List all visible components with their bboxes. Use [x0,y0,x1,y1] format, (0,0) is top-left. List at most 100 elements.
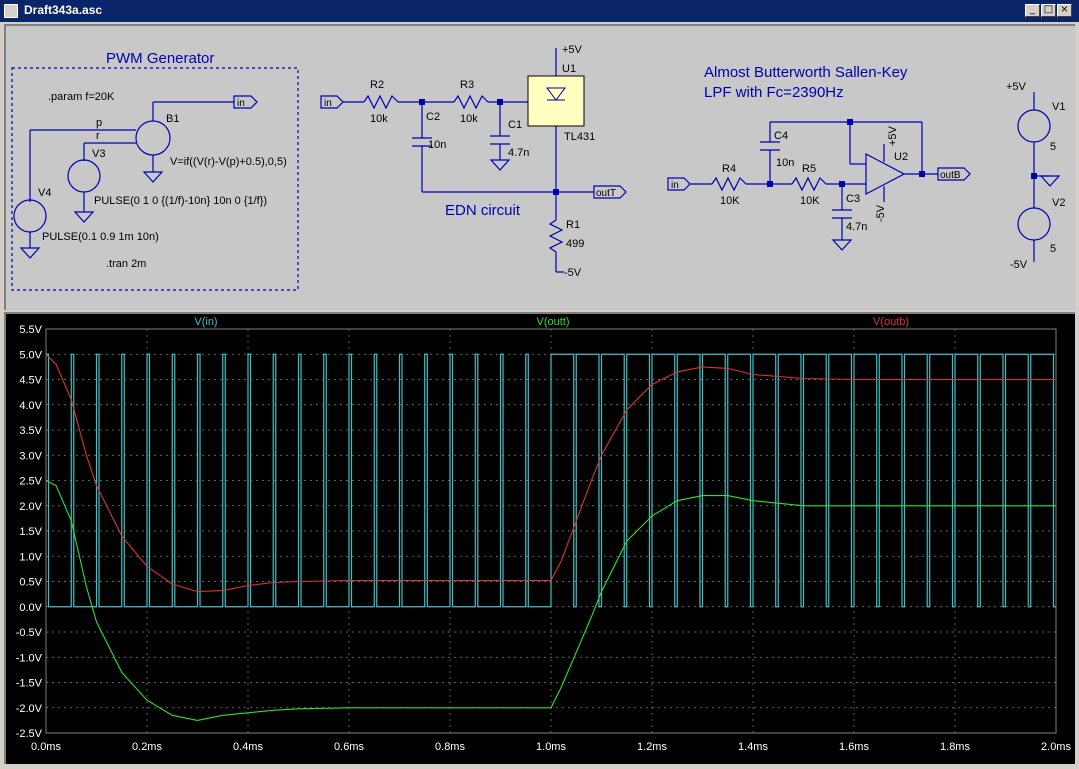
r5-label: R5 [802,163,816,175]
y-tick-label: 5.0V [19,349,42,361]
u2-label: U2 [894,151,908,163]
y-tick-label: -0.5V [16,627,43,639]
y-tick-label: 1.5V [19,526,42,538]
plus5-label-u2: +5V [887,125,899,146]
v1-source-symbol [1017,109,1051,143]
x-tick-label: 1.2ms [637,741,667,753]
outB-label: outB [940,170,961,181]
v2-source-symbol [1017,207,1051,241]
minus5-label-v2: -5V [1010,259,1028,271]
close-button[interactable]: × [1057,4,1072,17]
v3-spec: PULSE(0 1 0 {(1/f)-10n} 10n 0 {1/f}) [94,195,267,207]
outB-flag [937,167,971,181]
in-flag-sk [667,177,691,191]
in-label-edn: in [324,98,332,109]
v1-label: V1 [1052,101,1065,113]
y-tick-label: 0.5V [19,577,42,589]
schematic-pane[interactable]: PWM Generator .param f=20K B1 V=if((V(r)… [4,24,1075,310]
x-tick-label: 0.6ms [334,741,364,753]
x-tick-label: 2.0ms [1041,741,1071,753]
maximize-button[interactable]: □ [1041,4,1056,17]
outT-label: outT [596,188,616,199]
outT-flag [593,185,627,199]
v4-label: V4 [38,187,51,199]
pwm-title: PWM Generator [106,50,214,67]
y-tick-label: 3.5V [19,425,42,437]
x-tick-label: 1.8ms [940,741,970,753]
trace-voutb [45,353,1056,593]
r1-label: R1 [566,219,580,231]
y-tick-label: 0.0V [19,602,42,614]
y-tick-label: 4.0V [19,400,42,412]
in-flag-edn [320,95,344,109]
plot-frame [45,328,1057,734]
v2-value: 5 [1050,243,1056,255]
minimize-button[interactable]: _ [1025,4,1040,17]
gnd-v4 [19,247,41,259]
c4-value: 10n [776,157,794,169]
trace-vin [46,353,1056,608]
waveform-canvas[interactable]: 5.5V5.0V4.5V4.0V3.5V3.0V2.5V2.0V1.5V1.0V… [6,314,1075,764]
gnd-c1 [489,159,511,171]
schematic-canvas[interactable]: PWM Generator .param f=20K B1 V=if((V(r)… [6,26,1075,310]
r3-label: R3 [460,79,474,91]
y-tick-label: -1.5V [16,678,43,690]
b1-label: B1 [166,113,179,125]
u1-label: U1 [562,63,576,75]
c2-label: C2 [426,111,440,123]
x-tick-label: 0.2ms [132,741,162,753]
y-tick-label: -2.0V [16,703,43,715]
pwm-box [11,67,299,291]
x-tick-label: 0.8ms [435,741,465,753]
gnd-supplies [1039,175,1061,187]
r4-value: 10K [720,195,740,207]
plus5-label-v1: +5V [1006,81,1027,93]
in-label-pwm: in [237,98,245,109]
x-tick-label: 0.0ms [31,741,61,753]
sk-title-line2: LPF with Fc=2390Hz [704,84,844,101]
y-tick-label: 2.0V [19,501,42,513]
x-tick-label: 1.6ms [839,741,869,753]
sk-title-line1: Almost Butterworth Sallen-Key [704,64,908,81]
r2-label: R2 [370,79,384,91]
u1-tl431-symbol [527,75,585,127]
r5-value: 10K [800,195,820,207]
y-tick-label: 5.5V [19,324,42,336]
window-title: Draft343a.asc [24,3,103,17]
y-tick-label: 4.5V [19,375,42,387]
tran-directive: .tran 2m [106,258,146,270]
v3-label: V3 [92,148,105,160]
y-tick-label: -2.5V [16,728,43,740]
y-tick-label: 1.0V [19,551,42,563]
c1-label: C1 [508,119,522,131]
x-tick-label: 0.4ms [233,741,263,753]
c3-value: 4.7n [846,221,867,233]
param-directive: .param f=20K [48,91,115,103]
x-tick-label: 1.0ms [536,741,566,753]
b1-source-symbol [135,120,171,156]
r1-value: 499 [566,238,584,250]
c4-label: C4 [774,130,788,142]
x-tick-label: 1.4ms [738,741,768,753]
minus5-label-r1: -5V [564,267,582,279]
r2-value: 10k [370,113,388,125]
trace-voutt [45,480,1056,721]
plus5-label-u1: +5V [562,44,583,56]
legend-entry: V(outt) [536,316,569,328]
v1-value: 5 [1050,141,1056,153]
b1-expr: V=if((V(r)-V(p)+0.5),0,5) [170,156,287,168]
gnd-v3 [73,211,95,223]
v4-spec: PULSE(0.1 0.9 1m 10n) [42,231,159,243]
minus5-label-u2: -5V [875,204,887,222]
legend-entry: V(outb) [873,316,909,328]
u2-opamp-symbol [865,153,906,195]
c1-value: 4.7n [508,147,529,159]
net-p: p [96,117,102,129]
v3-source-symbol [67,159,101,193]
v4-source-symbol [13,199,47,233]
gnd-c3 [831,239,853,251]
v2-label: V2 [1052,197,1065,209]
y-tick-label: 2.5V [19,476,42,488]
in-label-sk: in [671,180,679,191]
